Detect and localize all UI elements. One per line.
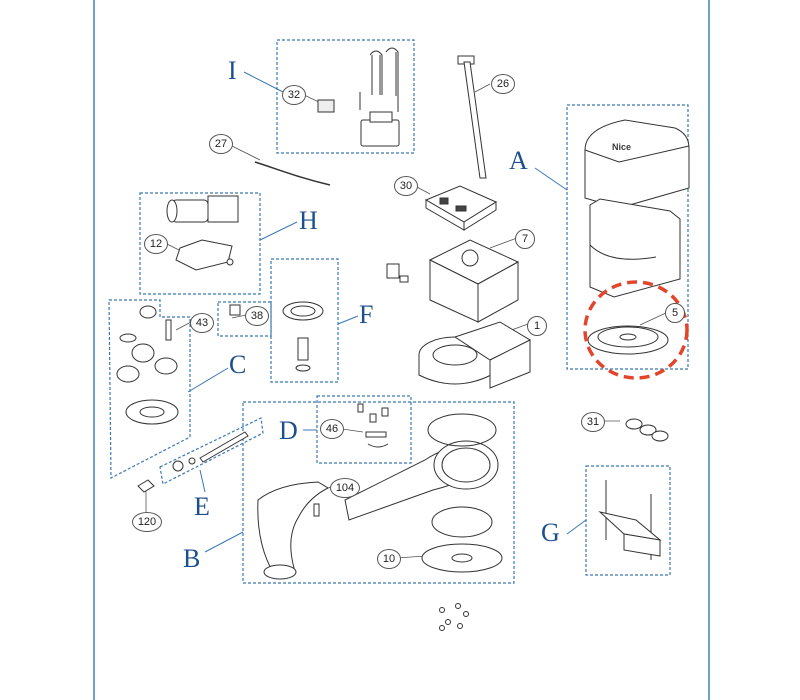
group-box-F — [270, 258, 339, 383]
leader-E — [199, 469, 206, 493]
part-A-cover — [584, 119, 690, 298]
part-7-upper-housing — [386, 239, 520, 323]
callout-104: 104 — [330, 478, 360, 498]
part-5-disc — [587, 325, 669, 355]
part-27-wire — [254, 161, 331, 186]
callout-120: 120 — [132, 512, 162, 532]
group-box-A — [566, 104, 689, 370]
group-box-E — [159, 417, 264, 485]
cover-logo-text: Nice — [612, 142, 631, 152]
callout-7: 7 — [515, 229, 535, 249]
group-label-B: B — [183, 544, 201, 573]
callout-46: 46 — [320, 419, 344, 439]
group-label-D: D — [279, 416, 298, 445]
callout-5: 5 — [665, 303, 685, 323]
part-H-motor — [166, 195, 239, 271]
callout-10: 10 — [377, 549, 401, 569]
part-B-arm — [257, 413, 503, 580]
frame-right-line — [708, 0, 710, 700]
part-C-gears — [116, 305, 179, 425]
leader-C — [187, 367, 229, 393]
part-32-transformer-block — [317, 47, 400, 147]
callout-27: 27 — [209, 134, 233, 154]
group-box-B — [242, 401, 515, 584]
callout-1: 1 — [527, 316, 547, 336]
part-D-pins — [357, 403, 389, 448]
callout-31: 31 — [581, 412, 605, 432]
group-label-C: C — [229, 350, 247, 379]
part-120-bracket — [137, 479, 155, 493]
callout-30: 30 — [394, 176, 418, 196]
group-label-I: I — [228, 56, 237, 85]
part-26-cable — [457, 55, 487, 179]
leader-G — [566, 519, 587, 535]
part-F-gears — [229, 301, 324, 372]
leader-F — [337, 315, 359, 325]
part-31-washers — [625, 418, 669, 442]
group-label-F: F — [359, 300, 374, 329]
leader-A — [534, 167, 568, 191]
group-label-H: H — [299, 206, 318, 235]
group-label-A: A — [509, 146, 528, 175]
callout-38: 38 — [245, 306, 269, 326]
callout-43: 43 — [190, 313, 214, 333]
callout-26: 26 — [491, 74, 515, 94]
bottom-screws — [439, 603, 469, 631]
group-box-D — [316, 395, 412, 464]
part-E-shaft — [172, 431, 249, 472]
group-label-G: G — [541, 518, 560, 547]
frame-left-line — [93, 0, 95, 700]
leader-I — [243, 71, 284, 93]
group-box-F-extra — [217, 301, 272, 337]
callout-32: 32 — [282, 85, 306, 105]
highlight-circle — [583, 280, 689, 380]
part-1-base — [418, 321, 532, 389]
part-G-bracket — [598, 480, 662, 560]
part-30-control-board — [424, 185, 498, 231]
group-label-E: E — [194, 492, 210, 521]
group-box-C — [108, 299, 191, 479]
leader-B — [204, 531, 244, 553]
callout-12: 12 — [144, 234, 168, 254]
group-box-H — [139, 192, 261, 295]
leader-H — [259, 221, 298, 241]
